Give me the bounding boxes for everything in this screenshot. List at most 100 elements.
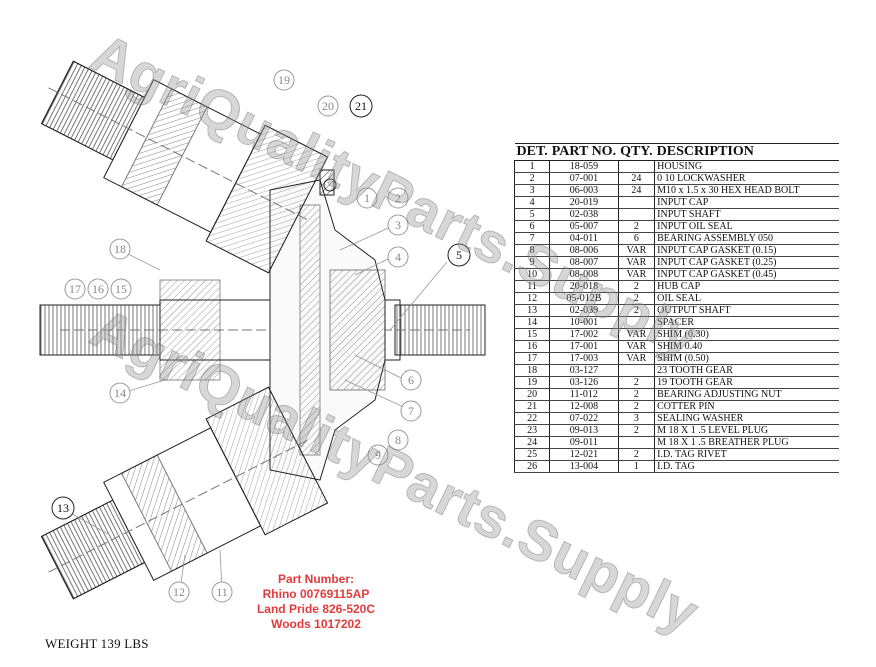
svg-text:19: 19: [278, 73, 290, 87]
cell-det: 22: [513, 412, 550, 425]
balloon-11: 11: [211, 581, 233, 603]
cell-det: 10: [513, 268, 550, 281]
cell-description: OUTPUT SHAFT: [654, 304, 840, 317]
cell-part-no: 04-011: [549, 232, 619, 245]
svg-text:20: 20: [322, 99, 334, 113]
part-number-land-pride: Land Pride 826-520C: [256, 602, 376, 616]
cell-part-no: 12-008: [549, 400, 619, 413]
cell-part-no: 20-018: [549, 280, 619, 293]
svg-text:15: 15: [115, 282, 127, 296]
cell-qty: 2: [617, 376, 655, 389]
cell-description: SHIM 0.40: [654, 340, 840, 353]
svg-text:4: 4: [395, 250, 401, 264]
part-number-rhino: Rhino 00769115AP: [262, 587, 370, 601]
cell-qty: 6: [617, 232, 655, 245]
cell-part-no: 20-019: [549, 196, 619, 209]
balloon-3: 3: [387, 214, 409, 236]
svg-text:6: 6: [408, 373, 414, 387]
cell-part-no: 11-012: [549, 388, 619, 401]
svg-text:12: 12: [173, 585, 185, 599]
cell-part-no: 13-004: [549, 460, 619, 473]
horizontal-shaft: [39, 299, 486, 361]
cell-qty: VAR: [617, 256, 655, 269]
svg-text:5: 5: [456, 248, 462, 262]
cell-det: 25: [513, 448, 550, 461]
cell-det: 11: [513, 280, 550, 293]
balloon-8: 8: [387, 429, 409, 451]
balloon-9: 9: [367, 444, 389, 466]
svg-text:14: 14: [114, 386, 126, 400]
cell-qty: 2: [617, 292, 655, 305]
balloon-13: 13: [51, 496, 75, 520]
cell-qty: VAR: [617, 268, 655, 281]
cell-det: 17: [513, 352, 550, 365]
cell-qty: VAR: [617, 352, 655, 365]
cell-part-no: 10-001: [549, 316, 619, 329]
cell-qty: 24: [617, 184, 655, 197]
svg-text:1: 1: [364, 191, 370, 205]
cell-det: 6: [513, 220, 550, 233]
cell-qty: [617, 364, 655, 377]
part-number-block: Part Number: Rhino 00769115AP Land Pride…: [240, 572, 392, 632]
cell-det: 18: [513, 364, 550, 377]
cell-description: I.D. TAG RIVET: [654, 448, 840, 461]
col-det-header: DET.: [514, 143, 550, 161]
cell-description: INPUT CAP GASKET (0.15): [654, 244, 840, 257]
cell-det: 23: [513, 424, 550, 437]
balloon-1: 1: [356, 187, 378, 209]
cell-qty: 2: [617, 424, 655, 437]
cell-qty: 1: [617, 460, 655, 473]
cell-det: 4: [513, 196, 550, 209]
cell-det: 20: [513, 388, 550, 401]
cell-part-no: 07-022: [549, 412, 619, 425]
cell-description: SEALING WASHER: [654, 412, 840, 425]
balloon-19: 19: [273, 69, 295, 91]
svg-text:3: 3: [395, 218, 401, 232]
part-number-woods: Woods 1017202: [271, 617, 361, 631]
cell-part-no: 18-059: [549, 160, 619, 173]
cell-qty: 2: [617, 280, 655, 293]
cell-det: 13: [513, 304, 550, 317]
cell-description: 19 TOOTH GEAR: [654, 376, 840, 389]
cell-part-no: 02-039: [549, 304, 619, 317]
cell-det: 9: [513, 256, 550, 269]
cell-det: 8: [513, 244, 550, 257]
weight-label: WEIGHT 139 LBS: [45, 636, 149, 651]
svg-text:16: 16: [92, 282, 104, 296]
cell-qty: 3: [617, 412, 655, 425]
cell-part-no: 06-003: [549, 184, 619, 197]
table-header-row: DET. PART NO. QTY. DESCRIPTION: [514, 143, 840, 161]
cell-part-no: 12-021: [549, 448, 619, 461]
balloon-18: 18: [109, 238, 131, 260]
cell-qty: [617, 196, 655, 209]
cell-det: 2: [513, 172, 550, 185]
cell-det: 5: [513, 208, 550, 221]
cell-part-no: 08-007: [549, 256, 619, 269]
col-description-header: DESCRIPTION: [654, 143, 840, 161]
svg-text:7: 7: [408, 404, 414, 418]
balloon-group: 1 2 3 4 5 6 7 8 9 11 12 13 14 15 16 17 1…: [51, 69, 471, 603]
cell-description: SPACER: [654, 316, 840, 329]
balloon-5: 5: [447, 243, 471, 267]
cell-description: SHIM (0.50): [654, 352, 840, 365]
cell-qty: VAR: [617, 340, 655, 353]
cell-qty: VAR: [617, 328, 655, 341]
upper-output-shaft: [40, 60, 329, 274]
cell-det: 26: [513, 460, 550, 473]
cell-qty: 24: [617, 172, 655, 185]
cell-det: 19: [513, 376, 550, 389]
cell-qty: 2: [617, 220, 655, 233]
balloon-12: 12: [168, 581, 190, 603]
cell-det: 12: [513, 292, 550, 305]
